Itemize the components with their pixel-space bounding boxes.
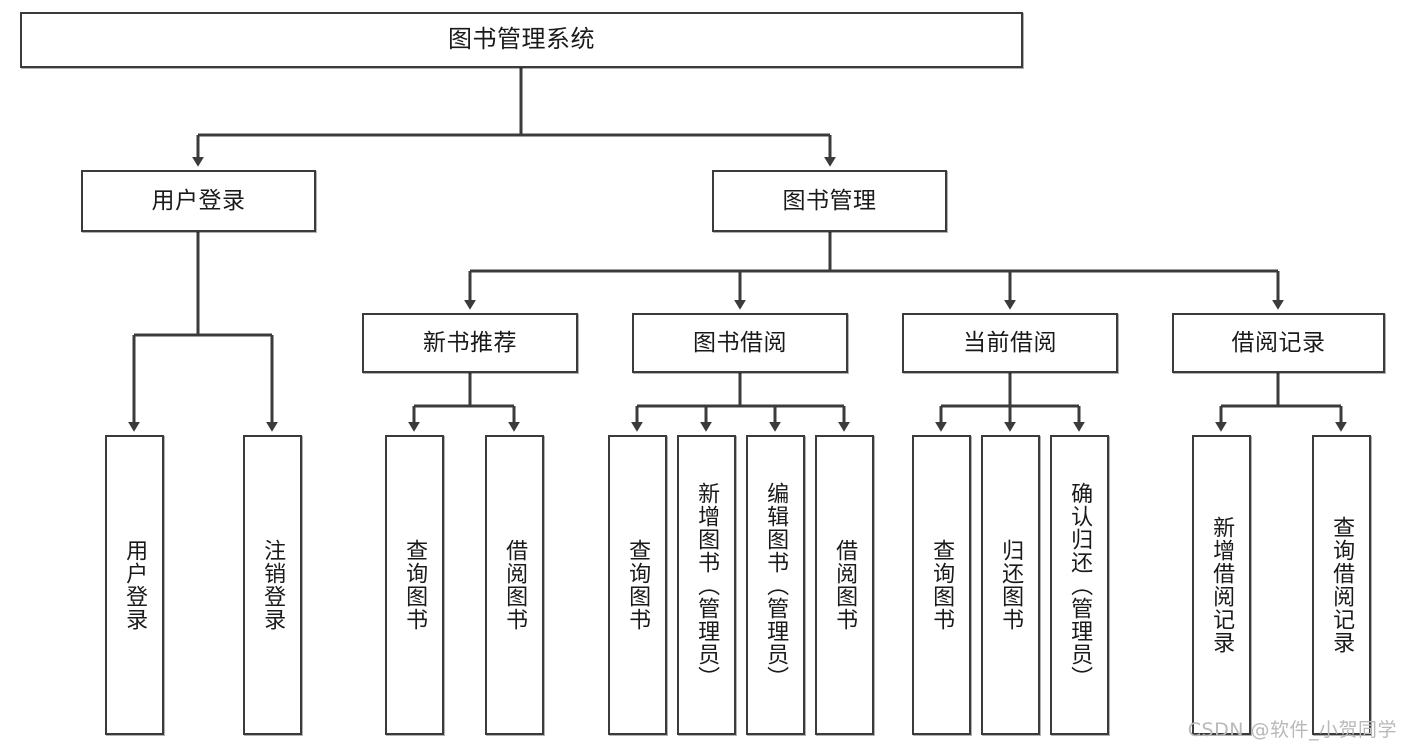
leaf-book-borrow-borrow-books[interactable]: 借阅图书: [815, 435, 874, 735]
node-current-borrow[interactable]: 当前借阅: [902, 313, 1118, 373]
node-label: 查询图书: [625, 539, 651, 631]
node-label: 归还图书: [998, 539, 1024, 631]
node-label: 用户登录: [122, 539, 148, 631]
node-label: 借阅图书: [502, 539, 528, 631]
leaf-book-borrow-edit-book-admin[interactable]: 编辑图书（管理员）: [746, 435, 805, 735]
node-borrow-record[interactable]: 借阅记录: [1172, 313, 1385, 373]
node-book-management[interactable]: 图书管理: [712, 170, 947, 232]
watermark: CSDN @软件_小贺同学: [1187, 719, 1397, 741]
leaf-current-borrow-query-books[interactable]: 查询图书: [912, 435, 971, 735]
leaf-book-borrow-add-book-admin[interactable]: 新增图书（管理员）: [677, 435, 736, 735]
node-label: 注销登录: [260, 539, 286, 631]
node-label: 借阅记录: [1231, 329, 1326, 356]
node-new-book-recommend[interactable]: 新书推荐: [362, 313, 578, 373]
leaf-current-borrow-confirm-return-admin[interactable]: 确认归还（管理员）: [1050, 435, 1109, 735]
node-label: 确认归还（管理员）: [1067, 481, 1093, 689]
node-label: 图书借阅: [693, 329, 787, 356]
leaf-new-book-borrow-books[interactable]: 借阅图书: [485, 435, 544, 735]
node-user-login[interactable]: 用户登录: [81, 170, 316, 232]
node-label: 新增图书（管理员）: [694, 481, 720, 689]
node-label: 图书管理: [782, 187, 877, 214]
node-label: 新增借阅记录: [1209, 516, 1235, 654]
node-label: 用户登录: [151, 187, 246, 214]
leaf-current-borrow-return-books[interactable]: 归还图书: [981, 435, 1040, 735]
node-label: 编辑图书（管理员）: [763, 481, 789, 689]
leaf-user-login-logout[interactable]: 注销登录: [243, 435, 302, 735]
node-label: 图书管理系统: [448, 25, 595, 54]
node-label: 查询图书: [929, 539, 955, 631]
node-label: 查询图书: [402, 539, 428, 631]
leaf-borrow-record-query-record[interactable]: 查询借阅记录: [1312, 435, 1371, 735]
node-label: 查询借阅记录: [1329, 516, 1355, 654]
node-root-book-management-system[interactable]: 图书管理系统: [20, 12, 1023, 68]
leaf-book-borrow-query-books[interactable]: 查询图书: [608, 435, 667, 735]
leaf-user-login-login[interactable]: 用户登录: [105, 435, 164, 735]
leaf-borrow-record-add-record[interactable]: 新增借阅记录: [1192, 435, 1251, 735]
node-book-borrow[interactable]: 图书借阅: [632, 313, 848, 373]
node-label: 当前借阅: [963, 329, 1057, 356]
node-label: 借阅图书: [832, 539, 858, 631]
leaf-new-book-query-books[interactable]: 查询图书: [385, 435, 444, 735]
node-label: 新书推荐: [423, 329, 517, 356]
